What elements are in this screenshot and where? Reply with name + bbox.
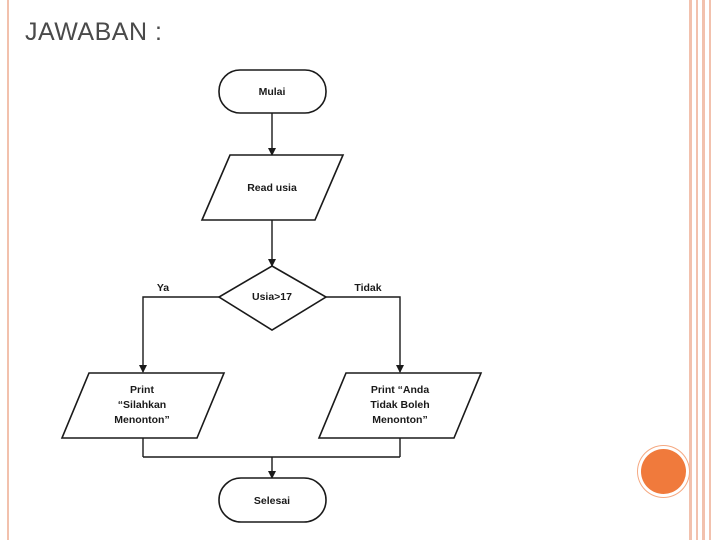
output-yes-parallelogram: Print “Silahkan Menonton” [60,372,226,439]
output-yes-line: Menonton” [114,414,169,426]
slide-frame-right-line [702,0,705,540]
output-yes-line: Print [130,384,154,396]
connector-yes-branch [139,296,219,373]
output-no-line: Tidak Boleh [370,399,429,411]
slide-frame-right-line [696,0,698,540]
start-terminal: Mulai [218,69,327,114]
slide-frame-right-line [709,0,711,540]
decision-label: Usia>17 [252,291,292,303]
end-label: Selesai [254,495,290,507]
output-no-line: Menonton” [372,414,427,426]
input-parallelogram: Read usia [200,154,345,221]
end-terminal: Selesai [218,477,327,523]
output-no-line: Print “Anda [371,384,429,396]
yes-branch-label: Ya [157,282,169,294]
connector-no-branch [326,296,404,373]
slide-frame-right-line [689,0,692,540]
no-branch-label: Tidak [354,282,381,294]
decorative-orange-circle [641,449,686,494]
start-label: Mulai [259,86,286,98]
output-yes-line: “Silahkan [118,399,166,411]
slide-frame-left-line [7,0,9,540]
output-no-parallelogram: Print “Anda Tidak Boleh Menonton” [317,372,483,439]
input-label: Read usia [247,182,297,194]
slide-title: JAWABAN : [25,18,163,46]
decision-diamond: Usia>17 [217,265,328,331]
